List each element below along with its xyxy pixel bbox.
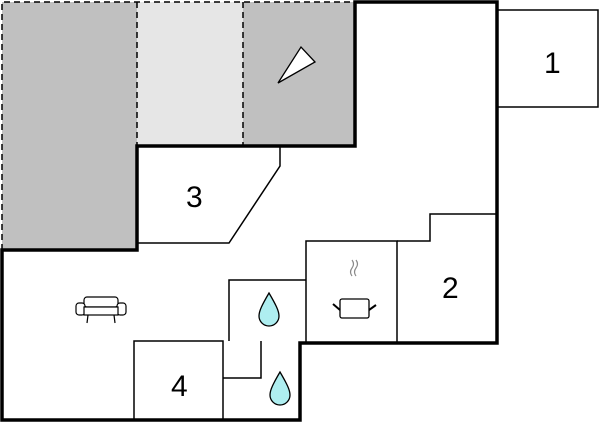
room-3-label: 3: [186, 181, 203, 214]
bathroom-2-closet: [223, 341, 262, 379]
terrace-right: [243, 2, 355, 146]
bathroom-1-outline: [228, 279, 306, 341]
room-3-outline: [136, 145, 281, 244]
sofa-icon: [75, 296, 127, 324]
dashed-outline: [1, 1, 355, 250]
water-drop-icon: [258, 291, 280, 327]
cooking-pot-icon: [332, 259, 377, 319]
room-1-label: 1: [544, 47, 561, 80]
room-4-label: 4: [171, 370, 188, 403]
room-2-outline: [397, 213, 497, 242]
room-2-label: 2: [442, 272, 459, 305]
kitchen-outline: [305, 240, 398, 344]
terrace-middle: [137, 2, 243, 146]
exterior-walls: [0, 0, 499, 422]
water-drop-icon: [269, 370, 291, 406]
compass-north-icon: [277, 45, 317, 84]
terrace-left: [2, 2, 137, 250]
